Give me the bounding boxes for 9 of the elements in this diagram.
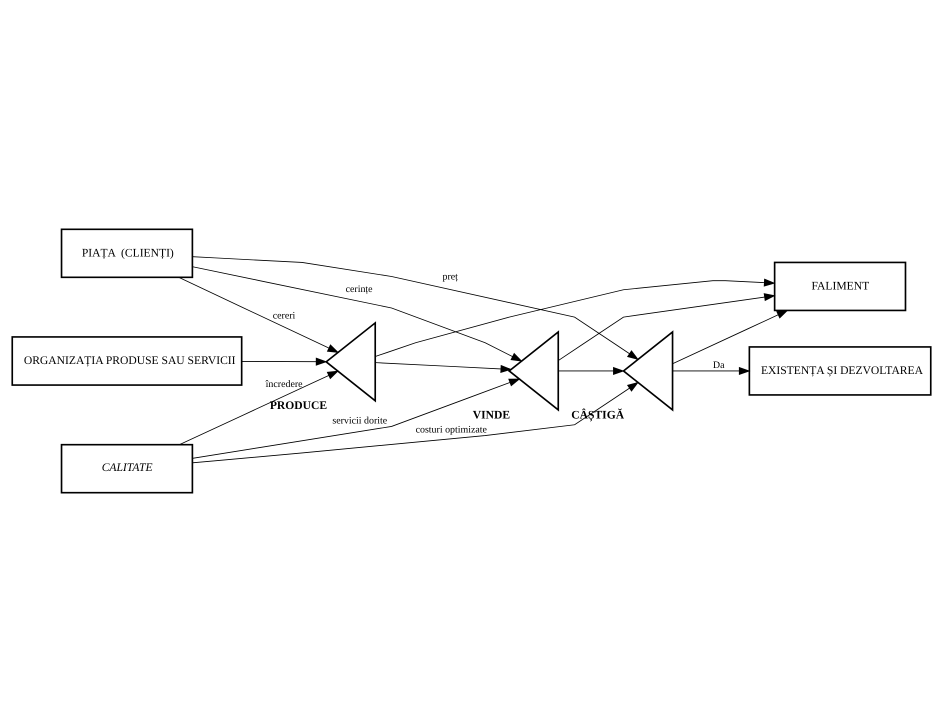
edge-label: costuri optimizate: [416, 424, 487, 436]
edge-label: preț: [442, 271, 458, 282]
edge-label: cereri: [272, 310, 296, 321]
node-label: VINDE: [472, 408, 510, 421]
edge-label: încredere: [266, 378, 303, 390]
edge-label: cerințe: [346, 283, 373, 294]
edge-label: servicii dorite: [332, 415, 388, 426]
edge-label: Da: [712, 360, 725, 371]
node-label: PRODUCE: [270, 398, 328, 412]
